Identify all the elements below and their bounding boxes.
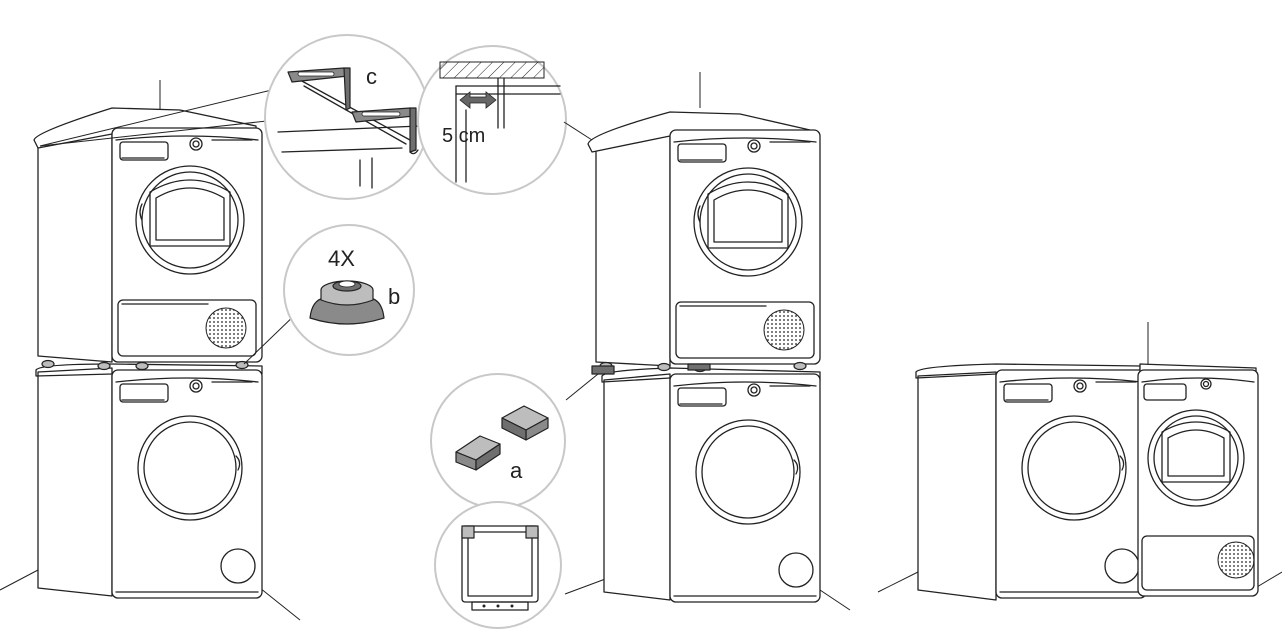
plate-callout: [434, 501, 562, 629]
wall-bracket-icon: [287, 67, 351, 111]
clips-callout: a: [430, 373, 566, 509]
tumble-dryer-icon: [1137, 369, 1259, 597]
bracket-callout: c: [264, 34, 430, 200]
feet-count-label: 4X: [328, 246, 355, 271]
stacking-clip-icon: [455, 435, 501, 471]
right-side-by-side-appliances: [877, 322, 1282, 601]
wall-bracket-icon: [351, 107, 419, 155]
double-arrow-icon: [459, 91, 497, 109]
bracket-label: c: [366, 64, 377, 89]
clips-label: a: [510, 458, 523, 483]
foot-pad-icon: [309, 280, 385, 325]
middle-stacked-appliances: [563, 72, 851, 611]
distance-callout: 5 cm: [417, 45, 567, 195]
washing-machine-icon: [995, 369, 1147, 599]
distance-label: 5 cm: [442, 125, 485, 147]
left-stacked-appliances: [0, 80, 301, 621]
stacking-clip-icon: [501, 405, 549, 441]
feet-callout: 4X b: [283, 224, 415, 356]
feet-label: b: [388, 284, 400, 309]
